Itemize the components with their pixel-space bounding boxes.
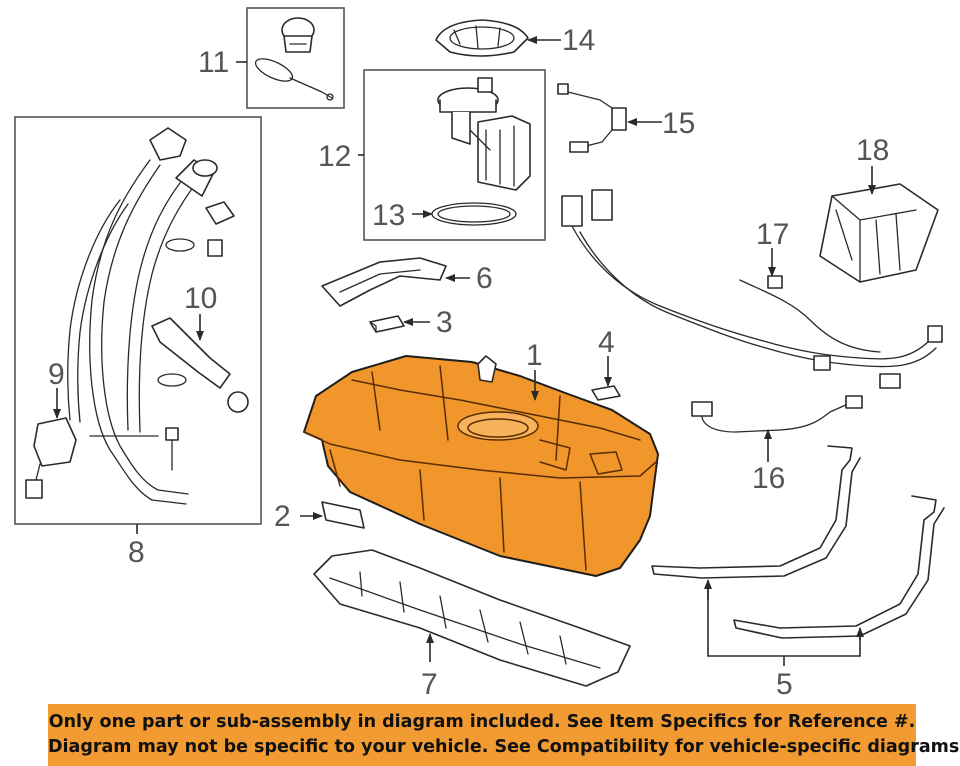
lock-ring-part [435,19,529,57]
callout-3: 3 [436,306,453,339]
disclaimer-banner: Only one part or sub-assembly in diagram… [48,704,960,766]
callout-14: 14 [562,24,595,57]
callout-18: 18 [856,134,889,167]
callout-7: 7 [421,668,438,701]
wire-harness-part-16 [691,395,863,433]
callout-15: 15 [662,107,695,140]
pad-part-3 [369,315,405,333]
callout-10: 10 [184,282,217,315]
callout-labels: 1 2 3 4 5 6 7 8 9 10 11 12 13 14 15 16 1… [48,24,889,701]
callout-4: 4 [598,326,615,359]
fuel-tank-part [303,355,659,577]
filler-pipe-group [14,116,262,525]
callout-16: 16 [752,462,785,495]
callout-12: 12 [318,140,351,173]
callout-17: 17 [756,218,789,251]
leader-lines [53,36,876,666]
callout-9: 9 [48,358,65,391]
pad-part-2 [321,501,365,529]
disclaimer-line-1: Only one part or sub-assembly in diagram… [48,712,916,732]
disclaimer-line-2: Diagram may not be specific to your vehi… [48,737,960,757]
fuel-pump-module-group [363,69,546,241]
tank-strap-part [651,445,945,639]
callout-6: 6 [476,262,493,295]
sensor-harness-part [557,83,627,153]
callout-5: 5 [776,668,793,701]
callout-1: 1 [526,339,543,372]
callout-8: 8 [128,536,145,569]
heat-shield-part [321,257,447,307]
fuel-cap-group [246,7,345,109]
callout-13: 13 [372,199,405,232]
callout-2: 2 [274,500,291,533]
wire-harness-part-17 [561,189,943,389]
pad-part-4 [591,385,621,401]
skid-plate-part [313,549,631,687]
control-module-part [819,183,939,283]
callout-11: 11 [198,46,229,79]
